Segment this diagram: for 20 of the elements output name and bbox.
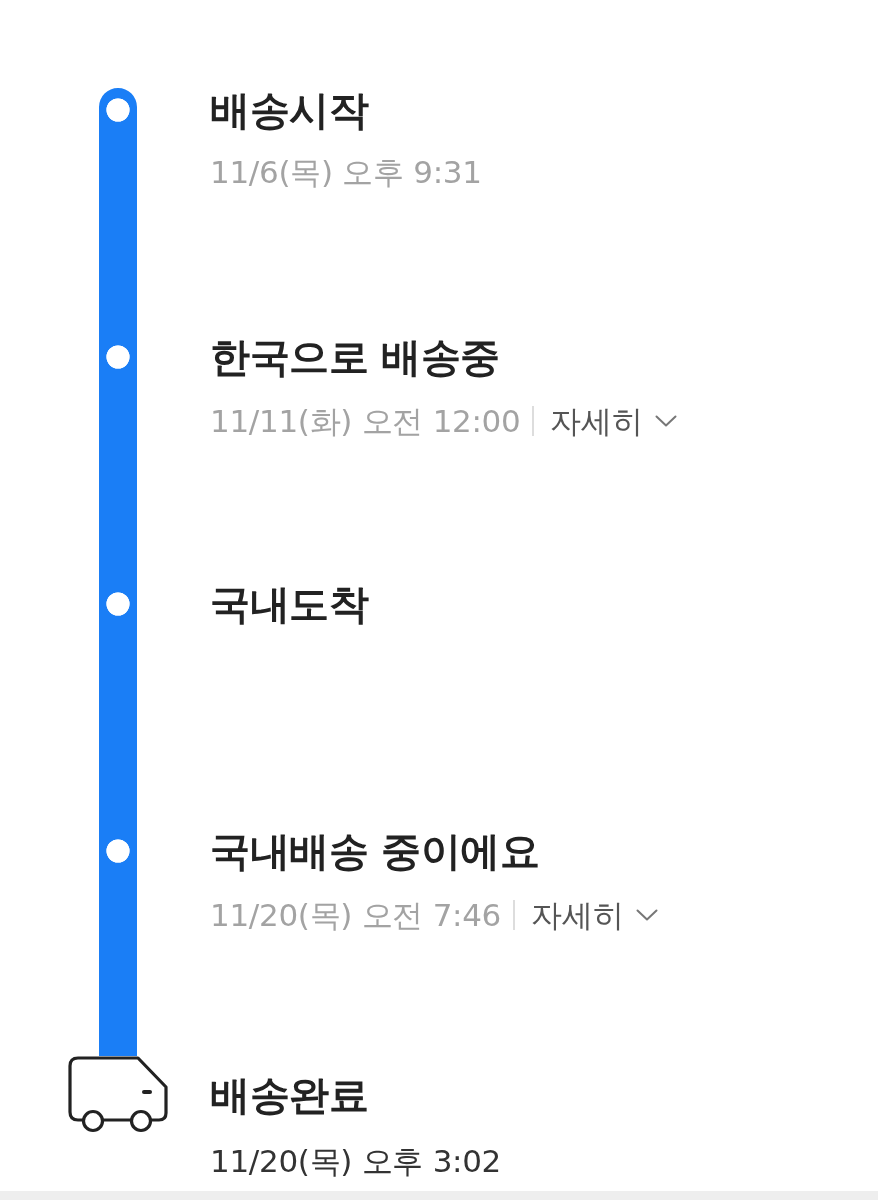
status-title: 한국으로 배송중 — [210, 333, 500, 381]
status-dot — [106, 839, 130, 863]
timestamp: 11/6(목) 오후 9:31 — [210, 153, 482, 191]
details-link: 자세히 — [531, 896, 659, 934]
status-title: 국내도착 — [210, 580, 368, 628]
status-title: 국내배송 중이에요 — [210, 827, 540, 875]
progress-line — [99, 851, 137, 1056]
status-title: 배송완료 — [210, 1071, 368, 1119]
timestamp: 11/20(목) 오전 7:46 — [210, 896, 502, 934]
status-dot — [106, 592, 130, 616]
timestamp: 11/20(목) 오후 3:02 — [210, 1142, 502, 1180]
status-title: 배송시작 — [210, 86, 368, 134]
details-link: 자세히 — [550, 402, 678, 440]
truck-icon — [68, 1056, 168, 1133]
status-dot — [106, 345, 130, 369]
progress-line — [99, 357, 137, 604]
progress-line — [99, 604, 137, 851]
timestamp: 11/11(화) 오전 12:00 — [210, 402, 521, 440]
progress-line — [99, 110, 137, 357]
status-dot — [106, 98, 130, 122]
